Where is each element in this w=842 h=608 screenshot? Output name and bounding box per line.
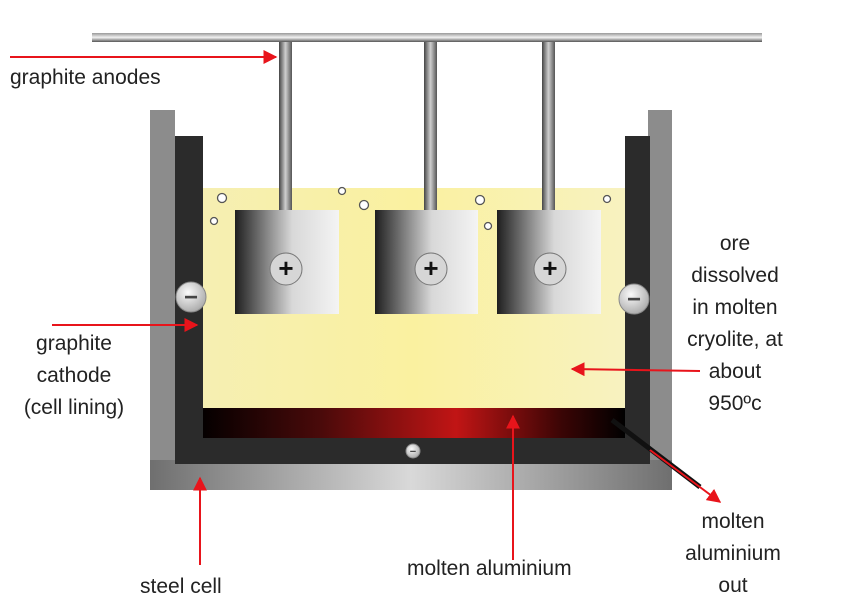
steel-cell xyxy=(150,110,672,490)
label-graphite-cathode: graphite cathode (cell lining) xyxy=(23,332,125,419)
anode-positive-icon: + xyxy=(533,252,567,286)
svg-text:+: + xyxy=(423,253,438,283)
label-molten-aluminium-out: molten aluminium out xyxy=(685,510,781,597)
svg-text:+: + xyxy=(542,253,557,283)
anode-positive-icon: + xyxy=(414,252,448,286)
cathode-negative-icon: − xyxy=(405,443,421,459)
anode-rod xyxy=(279,42,292,212)
svg-text:+: + xyxy=(278,253,293,283)
label-graphite-anodes: graphite anodes xyxy=(10,66,161,89)
svg-text:−: − xyxy=(410,446,416,458)
anode-rod xyxy=(542,42,555,212)
gas-bubbles xyxy=(209,186,612,231)
arrow-ore-dissolved xyxy=(570,362,701,377)
svg-text:−: − xyxy=(627,286,641,313)
arrow-molten-aluminium-out xyxy=(649,449,722,503)
molten-aluminium-layer xyxy=(203,408,625,438)
cathode-negative-icon: − xyxy=(618,283,650,315)
anode-rod xyxy=(424,42,437,212)
anode-support-bar xyxy=(92,33,762,42)
label-arrows xyxy=(10,50,722,565)
cathode-negative-icon: − xyxy=(175,281,207,313)
anode-positive-icon: + xyxy=(269,252,303,286)
label-steel-cell: steel cell xyxy=(140,575,222,598)
svg-text:−: − xyxy=(184,284,198,311)
label-molten-aluminium: molten aluminium xyxy=(407,557,572,580)
label-ore-dissolved-in-cryolite: ore dissolved in molten cryolite, at abo… xyxy=(687,232,783,415)
